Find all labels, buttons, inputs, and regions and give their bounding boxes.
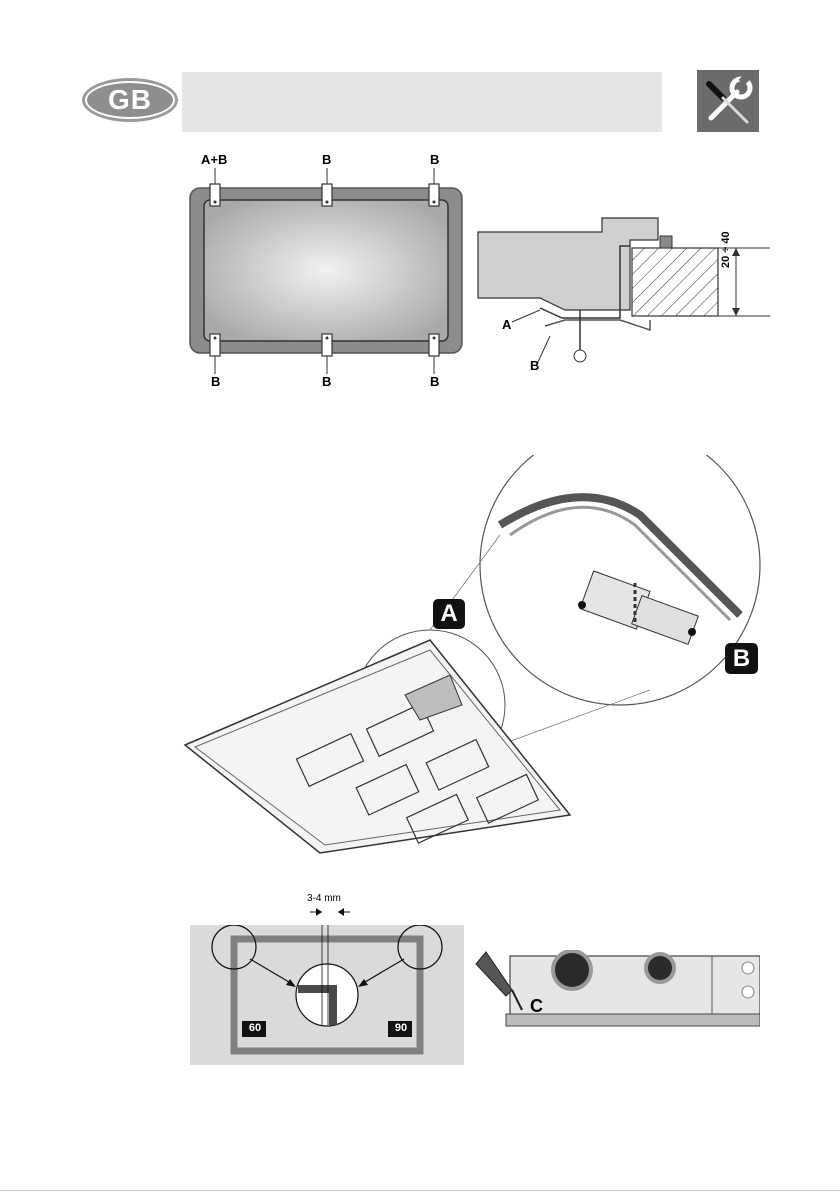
gap-diagram-figure xyxy=(190,925,464,1065)
callout-b-label: B xyxy=(733,645,750,673)
clip-label-top-right: B xyxy=(430,152,439,167)
section-label-b: B xyxy=(530,358,539,373)
size-label-90: 90 xyxy=(389,1022,413,1034)
hob-underside-figure xyxy=(180,455,780,855)
clip-layout-figure xyxy=(180,150,470,395)
clip-label-top-left: A+B xyxy=(201,152,227,167)
callout-a-label: A xyxy=(440,600,457,628)
clip-label-top-middle: B xyxy=(322,152,331,167)
gap-arrows xyxy=(310,905,350,919)
size-label-60: 60 xyxy=(243,1022,267,1034)
bottom-rule xyxy=(0,1190,840,1191)
label-c: C xyxy=(530,996,543,1017)
tools-icon xyxy=(697,70,759,132)
callout-b-badge: B xyxy=(725,643,758,674)
gap-label: 3-4 mm xyxy=(307,893,341,904)
clip-label-bottom-left: B xyxy=(211,374,220,389)
header-bar xyxy=(182,72,662,132)
clip-label-bottom-middle: B xyxy=(322,374,331,389)
clip-label-bottom-right: B xyxy=(430,374,439,389)
language-badge: GB xyxy=(82,78,178,122)
callout-a-badge: A xyxy=(433,599,465,629)
language-badge-text: GB xyxy=(87,83,173,117)
section-label-a: A xyxy=(502,317,511,332)
sealant-figure xyxy=(470,950,760,1030)
thickness-label: 20 ÷ 40 xyxy=(720,231,732,268)
